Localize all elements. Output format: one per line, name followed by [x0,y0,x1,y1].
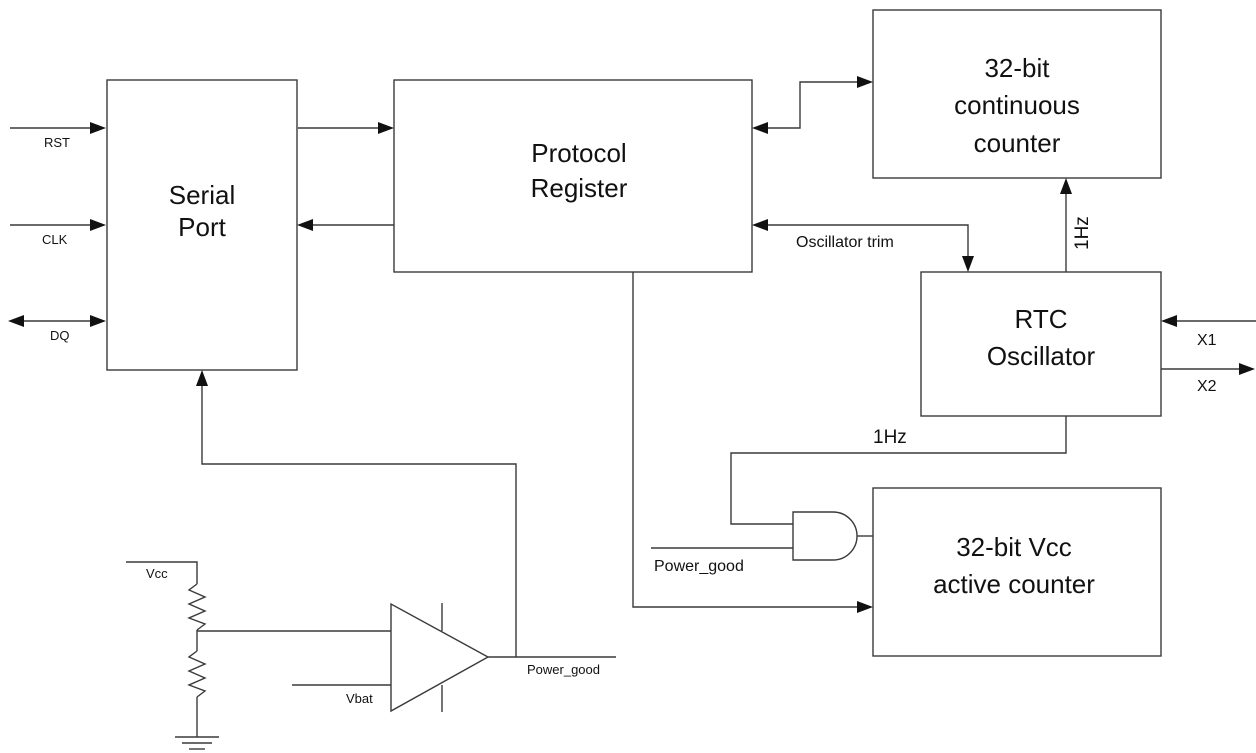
power-good-to-serial-link [196,370,517,657]
x2-output: X2 [1161,363,1255,395]
dq-left-arrow-icon [8,315,24,327]
x2-arrow-icon [1239,363,1255,375]
vbat-input: Vbat [292,684,391,706]
active-counter-label-line1: 32-bit Vcc [956,532,1072,562]
oscillator-trim-label: Oscillator trim [796,234,894,251]
active-counter-label-line2: active counter [933,569,1095,599]
dq-label: DQ [50,328,70,343]
clock-1hz-horizontal-label: 1Hz [873,427,907,448]
serial-port-label-line1: Serial [169,180,235,210]
protocol-register-block: Protocol Register [393,79,753,273]
trim-down-arrow-icon [962,256,974,272]
rtc-to-gate-1hz: 1Hz [730,416,1067,525]
vcc-label: Vcc [146,566,168,581]
power-good-comparator-output: Power_good [488,656,616,677]
rtc-to-continuous-1hz: 1Hz [1060,178,1093,272]
rst-arrow-icon [90,122,106,134]
rst-input: RST [10,122,106,150]
serial-up-arrow-icon [196,370,208,386]
trim-left-arrow-icon [752,219,768,231]
protocol-continuous-bus [752,76,873,134]
oscillator-trim-link: Oscillator trim [752,219,974,272]
clk-input: CLK [10,219,106,247]
rst-label: RST [44,135,70,150]
serial-port-label-line2: Port [178,212,226,242]
rtc-oscillator-label-line1: RTC [1015,304,1068,334]
serial-port-block: Serial Port [106,79,298,371]
protocol-register-label-line1: Protocol [531,138,626,168]
dq-bidirectional: DQ [8,315,106,343]
power-good-comparator-label: Power_good [527,662,600,677]
rtc-up-arrow-icon [1060,178,1072,194]
vbat-label: Vbat [346,691,373,706]
x1-arrow-icon [1161,315,1177,327]
protocol-to-serial-arrow-icon [297,219,313,231]
power-good-gate-input: Power_good [651,547,793,575]
continuous-counter-label-line1: 32-bit [984,53,1050,83]
serial-to-protocol-arrow-icon [378,122,394,134]
active-counter-arrow-icon [857,601,873,613]
protocol-register-label-line2: Register [531,173,628,203]
continuous-counter-label-line2: continuous [954,90,1080,120]
ground-icon [175,736,219,750]
bus-right-arrow-icon [857,76,873,88]
clock-1hz-vertical-label: 1Hz [1072,216,1093,250]
x1-label: X1 [1197,332,1217,349]
comparator-icon [390,602,490,713]
resistor-top-icon [187,583,207,631]
active-counter-block: 32-bit Vcc active counter [872,487,1162,657]
resistor-bottom-icon [187,650,207,698]
clk-label: CLK [42,232,68,247]
and-gate-icon [792,511,858,561]
protocol-to-serial-link [297,219,394,231]
continuous-counter-block: 32-bit continuous counter [872,9,1162,179]
serial-to-protocol-link [298,122,394,134]
power-good-gate-label: Power_good [654,558,744,575]
x2-label: X2 [1197,378,1217,395]
protocol-to-active-counter-link [632,272,873,613]
continuous-counter-label-line3: counter [974,128,1061,158]
dq-right-arrow-icon [90,315,106,327]
clk-arrow-icon [90,219,106,231]
rtc-oscillator-label-line2: Oscillator [987,341,1096,371]
rtc-oscillator-block: RTC Oscillator [920,271,1162,417]
vcc-supply: Vcc [126,561,198,584]
x1-input: X1 [1161,315,1256,349]
bus-left-arrow-icon [752,122,768,134]
